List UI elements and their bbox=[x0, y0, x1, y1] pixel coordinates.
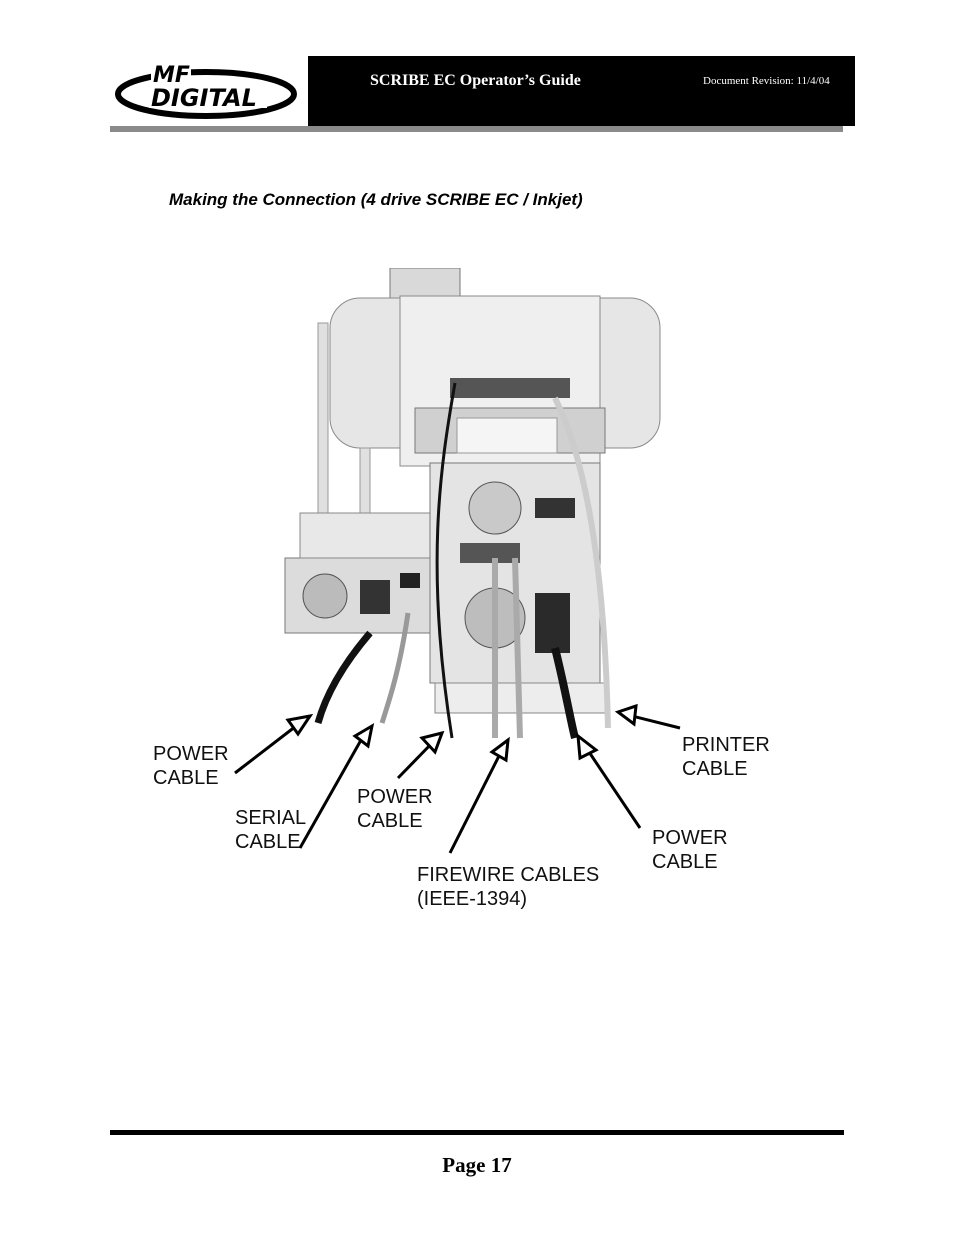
callout-power-cable-right: POWER CABLE bbox=[652, 827, 728, 873]
footer-rule bbox=[110, 1130, 844, 1135]
document-revision: Document Revision: 11/4/04 bbox=[703, 75, 830, 87]
callout-power-cable-middle: POWER CABLE bbox=[357, 786, 433, 832]
section-heading: Making the Connection (4 drive SCRIBE EC… bbox=[169, 190, 583, 209]
logo-digital-text: DIGITAL bbox=[151, 84, 257, 112]
header-bar: MF DIGITAL SCRIBE EC Operator’s Guide Do… bbox=[103, 56, 855, 126]
logo-mf-text: MF bbox=[153, 63, 190, 88]
mf-digital-logo: MF DIGITAL bbox=[103, 56, 308, 126]
callout-power-cable-left: POWER CABLE bbox=[153, 743, 229, 789]
page-number: Page 17 bbox=[442, 1153, 512, 1177]
callout-serial-cable: SERIAL CABLE bbox=[235, 807, 307, 853]
callout-printer-cable: PRINTER CABLE bbox=[682, 734, 770, 780]
inkjet-printer bbox=[329, 268, 661, 467]
connection-photo: POWER CABLE SERIAL CABLE POWER CABLE FIR… bbox=[150, 268, 770, 913]
document-title: SCRIBE EC Operator’s Guide bbox=[370, 72, 581, 89]
callout-firewire-cables: FIREWIRE CABLES (IEEE-1394) bbox=[417, 864, 600, 910]
